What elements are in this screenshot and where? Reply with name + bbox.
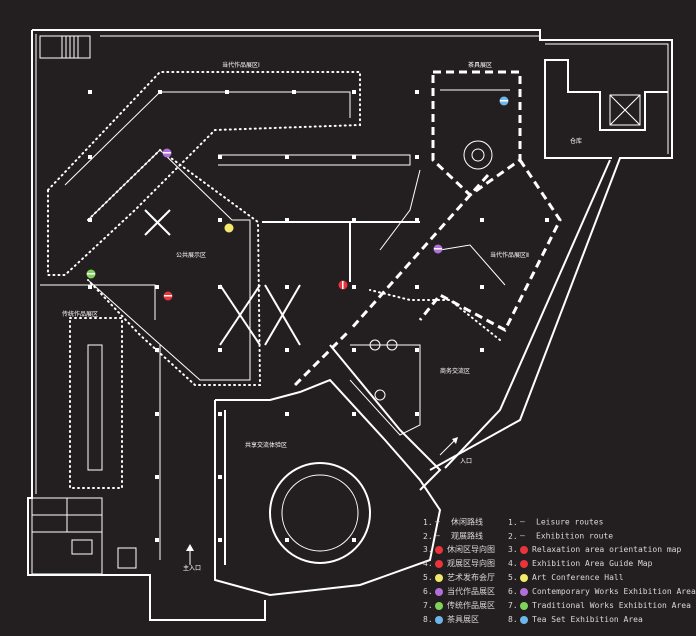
- legend-en-4: 4.Exhibition Area Guide Map: [508, 559, 653, 568]
- conference-marker-icon: [435, 573, 443, 582]
- outer-walls: [27, 29, 673, 621]
- entrance-arrow: [439, 437, 458, 456]
- leisure-route-icon: —: [435, 517, 440, 526]
- public-display-walls: [87, 148, 301, 386]
- legend-cn-4: 4.观展区导向图: [423, 559, 495, 568]
- main-entrance-arrow: [186, 544, 194, 565]
- legend-en-1: 1.—Leisure routes: [508, 517, 604, 527]
- legend-cn-5: 5.艺术发布会厅: [423, 573, 495, 582]
- label-contemporary-top: 当代作品展区Ⅰ: [222, 61, 260, 69]
- tea-marker-icon: [435, 615, 443, 624]
- relaxation-marker-icon: [435, 545, 443, 554]
- label-tea-set: 茶具展区: [468, 61, 492, 69]
- label-business: 商务交流区: [440, 367, 470, 375]
- legend-cn-7: 7.传统作品展区: [423, 601, 495, 610]
- label-entrance: 入口: [460, 458, 472, 465]
- legend-en-6: 6.Contemporary Works Exhibition Area: [508, 587, 696, 596]
- route-contemporary-top: [47, 71, 361, 276]
- contemporary-marker-icon: [435, 587, 443, 596]
- leisure-route-icon: —: [520, 517, 525, 526]
- warehouse-block: [544, 59, 668, 159]
- marker-conference: [224, 223, 234, 233]
- contemporary-marker-icon: [520, 587, 528, 596]
- legend-en-2: 2.—Exhibition route: [508, 531, 614, 541]
- contemporary2-zone: [369, 159, 562, 341]
- conference-marker-icon: [520, 573, 528, 582]
- exhibition-route-icon: —: [435, 531, 440, 540]
- stairs-top-left: [39, 35, 91, 59]
- label-contemporary-2: 当代作品展区Ⅱ: [490, 251, 529, 259]
- legend-cn-1: 1.—休闲路线: [423, 517, 483, 527]
- business-zone: [293, 328, 442, 491]
- legend-cn-6: 6.当代作品展区: [423, 587, 495, 596]
- legend-en-8: 8.Tea Set Exhibition Area: [508, 615, 643, 624]
- tea-marker-icon: [520, 615, 528, 624]
- legend-en-3: 3.Relaxation area orientation map: [508, 545, 682, 554]
- traditional-walls: [69, 317, 161, 560]
- label-public-display: 公共展示区: [176, 251, 206, 259]
- relaxation-marker-icon: [520, 545, 528, 554]
- label-main-entrance: 主入口: [183, 564, 201, 572]
- shared-zone: [214, 378, 442, 597]
- traditional-marker-icon: [435, 601, 443, 610]
- exhibition-marker-icon: [520, 559, 528, 568]
- exhibition-route-icon: —: [520, 531, 525, 540]
- legend-cn-8: 8.茶具展区: [423, 615, 479, 624]
- label-warehouse: 仓库: [570, 137, 582, 145]
- label-shared-experience: 共享交流体验区: [245, 441, 287, 449]
- label-traditional: 传统作品展区: [62, 310, 98, 318]
- legend-cn-3: 3.休闲区导向图: [423, 545, 495, 554]
- markers: [86, 96, 509, 301]
- legend-en-5: 5.Art Conference Hall: [508, 573, 624, 582]
- columns: [88, 90, 549, 542]
- tea-zone: [348, 70, 522, 331]
- traditional-marker-icon: [520, 601, 528, 610]
- center-walls: [40, 154, 420, 320]
- exhibition-marker-icon: [435, 559, 443, 568]
- restroom-block: [31, 497, 137, 575]
- legend-en-7: 7.Traditional Works Exhibition Area: [508, 601, 691, 610]
- legend-cn-2: 2.—观展路线: [423, 531, 483, 541]
